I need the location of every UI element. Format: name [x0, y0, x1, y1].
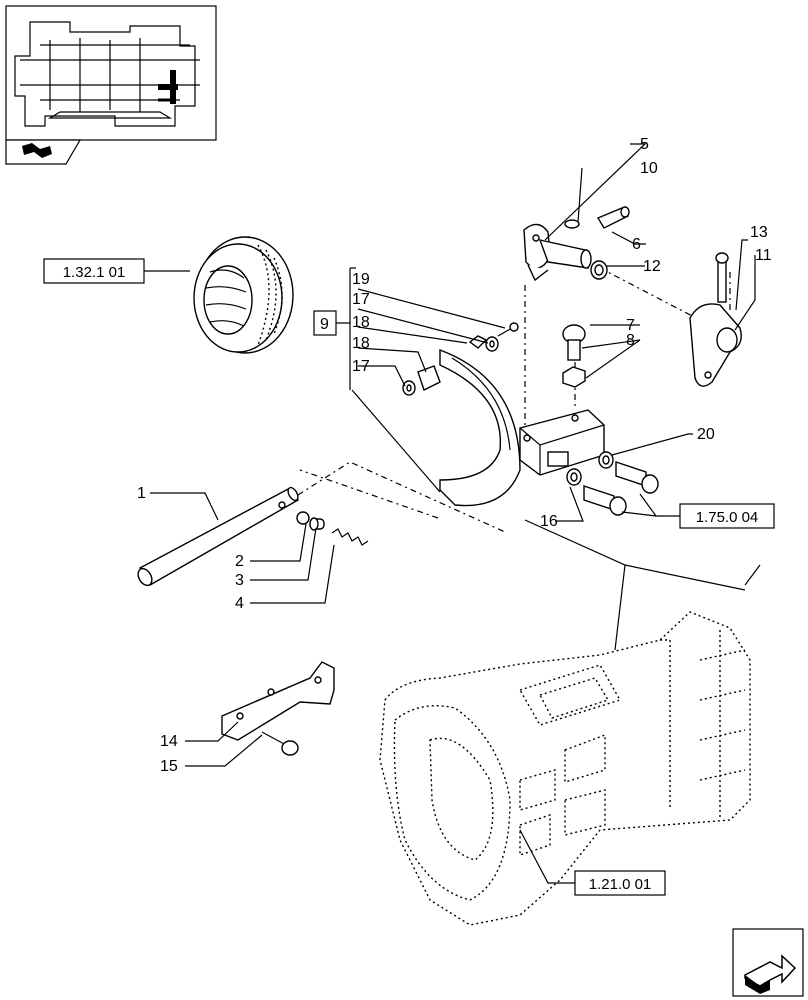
detent-screw-part — [562, 324, 586, 361]
label-4: 4 — [235, 595, 244, 612]
label-18b: 18 — [352, 335, 370, 352]
label-18a: 18 — [352, 314, 370, 331]
washer-16-part — [566, 468, 582, 486]
ref-box-fittings[interactable] — [679, 503, 775, 529]
plunger-part — [309, 517, 325, 531]
ref-label-fittings[interactable]: 1.75.0 04 — [696, 509, 759, 526]
washer-part — [402, 336, 499, 396]
label-17a: 17 — [352, 291, 370, 308]
book-icon[interactable] — [5, 139, 82, 165]
label-12: 12 — [643, 258, 661, 275]
ref-label-housing[interactable]: 1.21.0 01 — [589, 876, 652, 893]
seal-ring-part — [590, 260, 608, 280]
shift-rod-part — [137, 486, 299, 587]
synchro-ring-part — [193, 236, 294, 354]
fitting-part — [583, 461, 659, 516]
selector-lever-part — [523, 223, 592, 282]
leader-lines — [150, 143, 756, 767]
label-17b: 17 — [352, 358, 370, 375]
bracket-part — [221, 661, 335, 741]
lever-arm-part — [689, 303, 742, 387]
label-5: 5 — [640, 136, 649, 153]
label-13: 13 — [750, 224, 768, 241]
label-2: 2 — [235, 553, 244, 570]
label-19: 19 — [352, 271, 370, 288]
washer-20-part — [598, 451, 614, 469]
label-1: 1 — [137, 485, 146, 502]
label-14: 14 — [160, 733, 178, 750]
label-7: 7 — [626, 317, 635, 334]
pin-part — [596, 206, 630, 229]
transmission-housing-part — [379, 611, 751, 926]
roll-pin-part — [564, 219, 580, 229]
label-15: 15 — [160, 758, 178, 775]
shift-fork-part — [439, 348, 605, 507]
bolt-part — [715, 252, 729, 303]
label-6: 6 — [632, 236, 641, 253]
spring-part — [331, 528, 369, 546]
transmission-thumbnail-icon[interactable] — [5, 5, 217, 141]
label-11: 11 — [755, 247, 772, 264]
nut-part — [562, 366, 586, 388]
ref-label-ring[interactable]: 1.32.1 01 — [63, 264, 126, 281]
ref-box-housing[interactable] — [574, 870, 666, 896]
label-3: 3 — [235, 572, 244, 589]
label-20: 20 — [697, 426, 715, 443]
label-8: 8 — [626, 332, 635, 349]
bracket-screw-part — [261, 731, 299, 756]
label-10: 10 — [640, 160, 658, 177]
screw-part — [497, 322, 519, 337]
ball-part — [296, 511, 310, 525]
label-9: 9 — [320, 316, 329, 333]
next-page-arrow-icon[interactable] — [732, 928, 804, 997]
label-16: 16 — [540, 513, 558, 530]
